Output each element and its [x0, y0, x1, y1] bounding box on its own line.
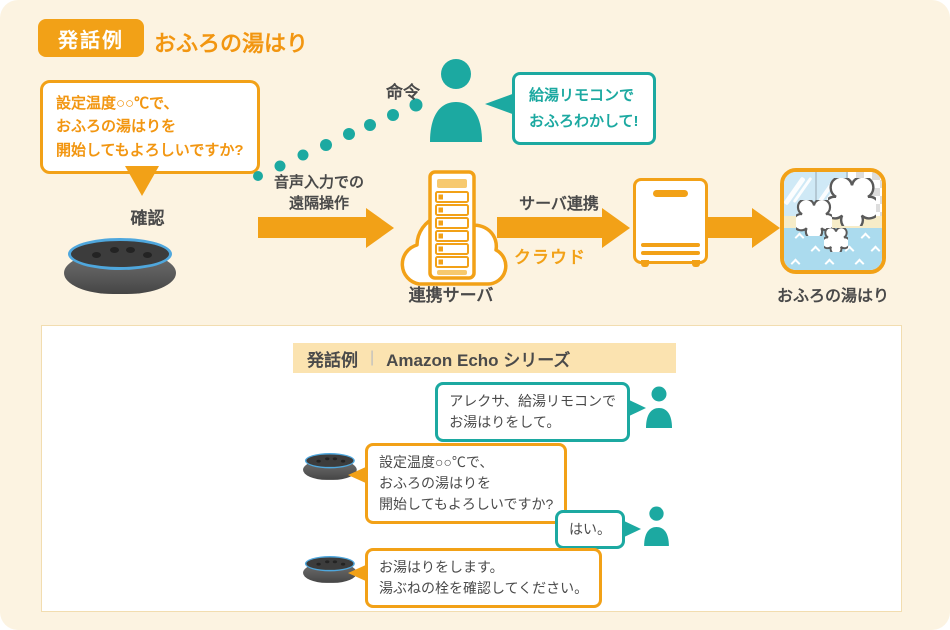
- echo-dot-icon: [303, 453, 359, 483]
- steam-puff-icon: [824, 228, 848, 252]
- command-label: 命令: [386, 83, 420, 102]
- confirm-label: 確認: [130, 209, 165, 228]
- person-icon: [643, 506, 670, 546]
- echo-dot-icon: [303, 556, 359, 586]
- bubble-tail: [348, 564, 368, 582]
- bubble-tail: [627, 399, 646, 417]
- flow-arrow-2: [497, 217, 602, 238]
- server-label: 連携サーバ: [408, 286, 494, 305]
- water-heater-icon: [633, 178, 708, 267]
- conv-header-title: Amazon Echo シリーズ: [386, 350, 571, 370]
- cloud-label: クラウド: [514, 248, 586, 267]
- voice-dots-trail: [253, 98, 423, 181]
- command-speech-bubble: 給湯リモコンで おふろわかして!: [485, 72, 656, 145]
- page-title: おふろの湯はり: [154, 31, 309, 56]
- chat-bubble-echo: お湯はりをします。 湯ぶねの栓を確認してください。: [348, 548, 603, 608]
- cloud-server-icon: [400, 170, 508, 286]
- flow-arrow-1: [258, 217, 366, 238]
- speech-example-badge: 発話例: [38, 19, 144, 57]
- command-line: 給湯リモコンで: [529, 87, 635, 104]
- command-line: おふろわかして!: [529, 112, 639, 130]
- chat-bubble-user: はい。: [555, 510, 641, 549]
- chat-bubble-echo: 設定温度○○℃で、 おふろの湯はりを 開始してもよろしいですか?: [348, 443, 568, 524]
- bubble-tail: [348, 466, 368, 484]
- steam-puff-icon: [828, 178, 876, 226]
- conv-header-badge: 発話例: [307, 350, 358, 370]
- confirm-line: 開始してもよろしいですか?: [56, 141, 244, 159]
- conv-header-separator: |: [370, 349, 375, 366]
- bubble-pointer-down: [125, 166, 159, 196]
- confirm-line: 設定温度○○℃で、: [56, 95, 179, 112]
- flow-arrow-3: [706, 217, 752, 238]
- person-icon: [428, 58, 484, 142]
- bath-icon: [780, 168, 886, 274]
- echo-dot-icon: [64, 238, 176, 296]
- steam-puff-icon: [796, 200, 832, 236]
- person-icon: [645, 386, 673, 428]
- bubble-tail: [622, 520, 641, 538]
- confirm-line: おふろの湯はりを: [56, 118, 177, 136]
- bubble-tail: [485, 93, 515, 115]
- bath-label: おふろの湯はり: [776, 288, 889, 305]
- confirm-speech-bubble: 設定温度○○℃で、 おふろの湯はりを 開始してもよろしいですか?: [40, 80, 260, 174]
- server-link-label: サーバ連携: [519, 196, 599, 213]
- chat-bubble-user: アレクサ、給湯リモコンで お湯はりをして。: [435, 382, 646, 442]
- conversation-header: 発話例 | Amazon Echo シリーズ: [293, 343, 676, 373]
- voice-input-label: 音声入力での 遠隔操作: [273, 174, 364, 212]
